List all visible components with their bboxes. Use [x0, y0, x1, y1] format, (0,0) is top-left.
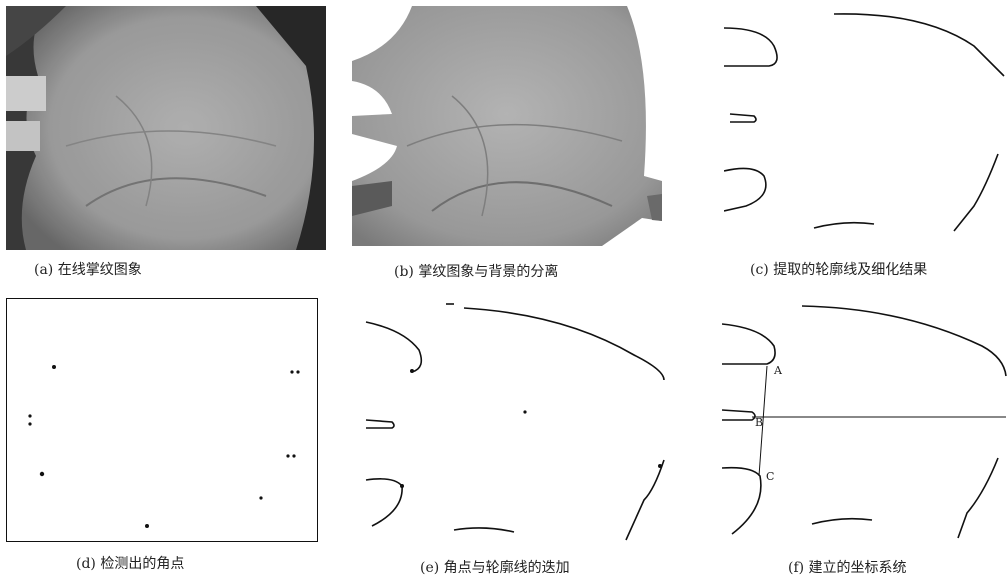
panel-b-segmented-palm — [352, 6, 662, 246]
caption-e: (e) 角点与轮廓线的迭加 — [420, 557, 570, 577]
caption-d: (d) 检测出的角点 — [76, 553, 184, 573]
point-label-c: C — [766, 470, 774, 483]
caption-a: (a) 在线掌纹图象 — [34, 259, 142, 279]
point-label-a: A — [774, 364, 782, 377]
caption-f: (f) 建立的坐标系统 — [788, 557, 907, 577]
point-label-b: B — [755, 416, 763, 429]
panel-a-palm-image — [6, 6, 326, 250]
caption-c: (c) 提取的轮廓线及细化结果 — [750, 259, 927, 279]
panel-c-contour-lines — [724, 6, 1008, 246]
caption-b: (b) 掌纹图象与背景的分离 — [394, 261, 558, 281]
panel-f-coordinate-system — [722, 298, 1008, 546]
panel-d-corner-points — [6, 298, 318, 542]
panel-e-corners-overlay — [364, 300, 670, 546]
